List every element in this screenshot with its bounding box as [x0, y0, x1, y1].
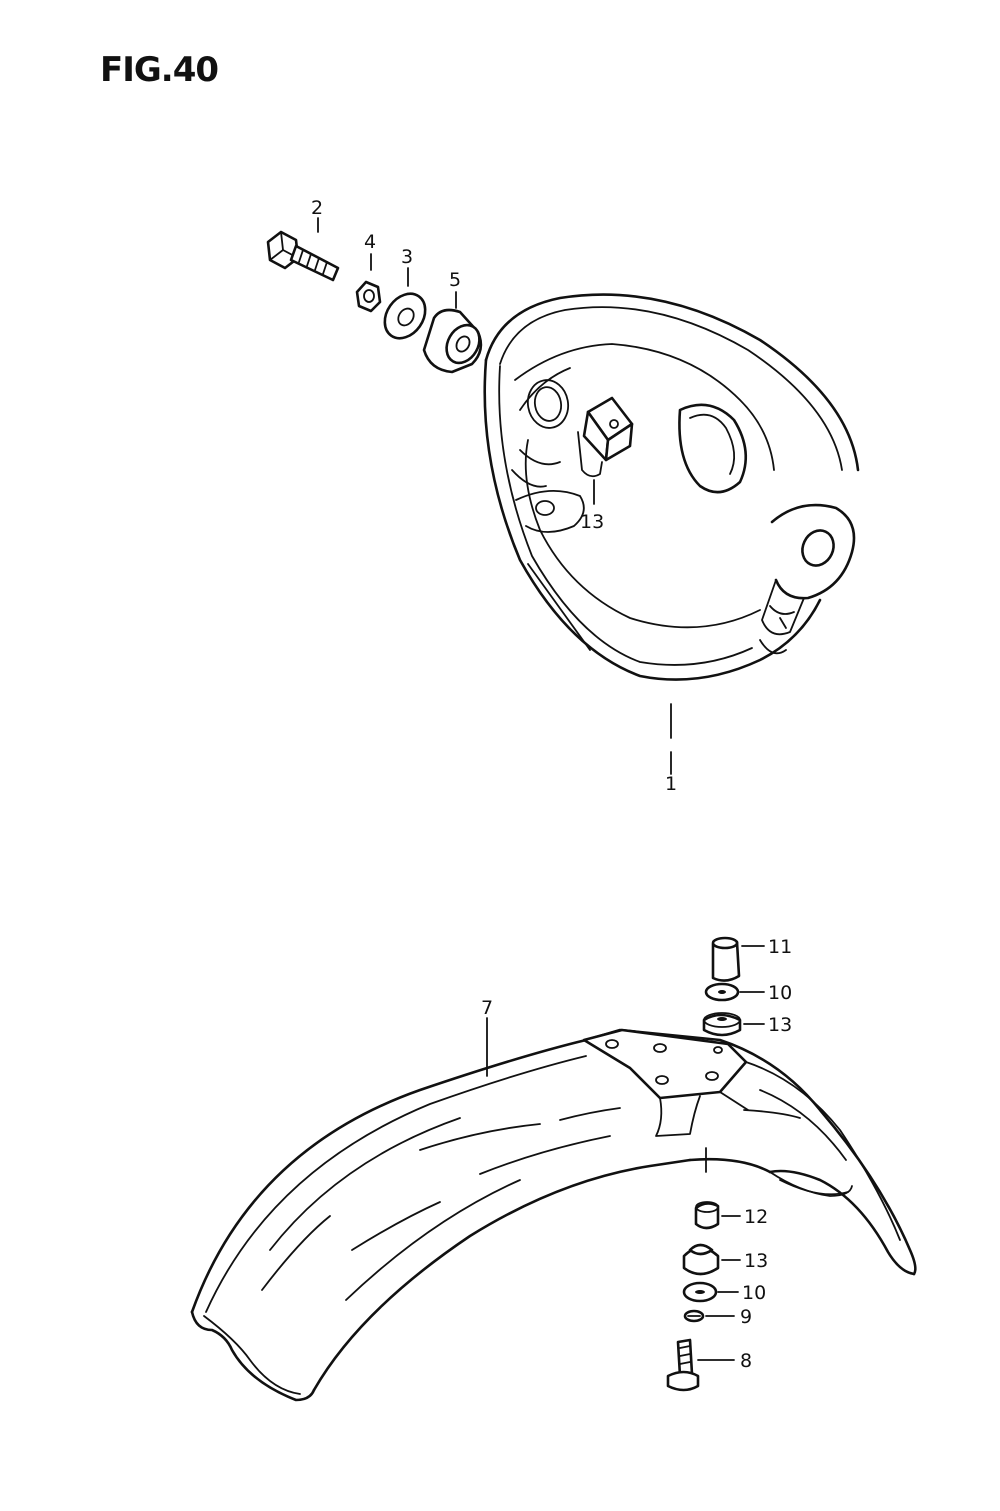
label-4: 4 [364, 231, 376, 253]
washer-upper-part[interactable] [704, 982, 740, 1002]
label-1: 1 [665, 773, 677, 795]
label-13-housing: 13 [580, 511, 604, 533]
label-12: 12 [744, 1206, 768, 1228]
lock-washer-part[interactable] [683, 1309, 705, 1323]
collar-part[interactable] [694, 1201, 720, 1230]
label-2: 2 [311, 197, 323, 219]
label-13-lower: 13 [744, 1250, 768, 1272]
headlight-housing-part[interactable] [483, 293, 860, 681]
label-10-lower: 10 [742, 1282, 766, 1304]
spacer-part[interactable] [422, 308, 486, 374]
figure-title: FIG.40 [100, 50, 219, 90]
headlight-housing-group: 2 4 3 5 [266, 197, 860, 795]
cushion-lower-part[interactable] [682, 1243, 720, 1276]
front-fender-group: 7 11 10 13 12 [190, 936, 917, 1402]
cushion-bracket-part[interactable] [577, 396, 634, 478]
spacer-upper-part[interactable] [711, 936, 741, 982]
label-11: 11 [768, 936, 792, 958]
label-9: 9 [740, 1306, 752, 1328]
bolt-lower-part[interactable] [666, 1338, 700, 1392]
front-fender-part[interactable] [190, 1028, 917, 1402]
label-10-upper: 10 [768, 982, 792, 1004]
nut-part[interactable] [355, 280, 382, 313]
label-13-upper: 13 [768, 1014, 792, 1036]
label-8: 8 [740, 1350, 752, 1372]
label-3: 3 [401, 246, 413, 268]
label-7: 7 [481, 997, 493, 1019]
label-5: 5 [449, 269, 461, 291]
washer-part[interactable] [376, 286, 433, 346]
bolt-part[interactable] [266, 230, 340, 282]
cushion-upper-part[interactable] [702, 1012, 742, 1037]
washer-lower-part[interactable] [682, 1281, 718, 1303]
